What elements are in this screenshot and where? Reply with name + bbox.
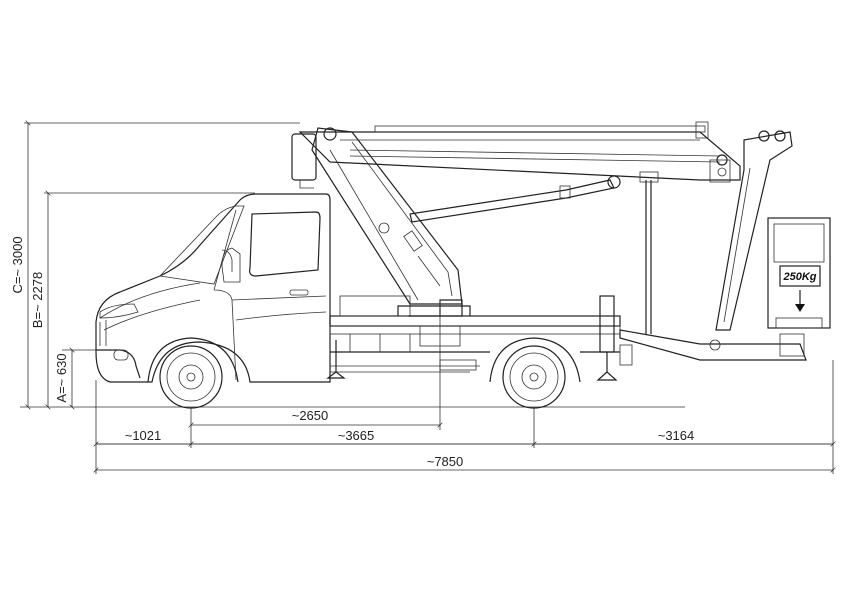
truck-cab xyxy=(95,193,331,383)
dim-boom-reach: ~2650 xyxy=(292,408,329,423)
dim-height-a: A=~ 630 xyxy=(54,353,69,402)
dim-rear-overhang: ~3164 xyxy=(658,428,695,443)
upper-boom xyxy=(291,121,741,189)
down-arrow-icon xyxy=(795,304,805,312)
basket: 250Kg xyxy=(767,217,831,329)
front-wheel xyxy=(147,337,239,409)
dim-front-overhang: ~1021 xyxy=(125,428,162,443)
dim-total-length: ~7850 xyxy=(427,454,464,469)
dim-wheelbase: ~3665 xyxy=(338,428,375,443)
jib-arm xyxy=(619,130,807,361)
dim-height-b: B=~ 2278 xyxy=(30,272,45,328)
rear-wheel xyxy=(489,337,581,409)
lift-cylinder xyxy=(409,175,621,223)
chassis xyxy=(326,295,633,381)
basket-load-plate xyxy=(779,265,821,287)
dim-height-c: C=~ 3000 xyxy=(10,236,25,293)
basket-load-label: 250Kg xyxy=(782,271,816,283)
lower-boom xyxy=(311,127,463,305)
boom-rest xyxy=(639,171,659,334)
